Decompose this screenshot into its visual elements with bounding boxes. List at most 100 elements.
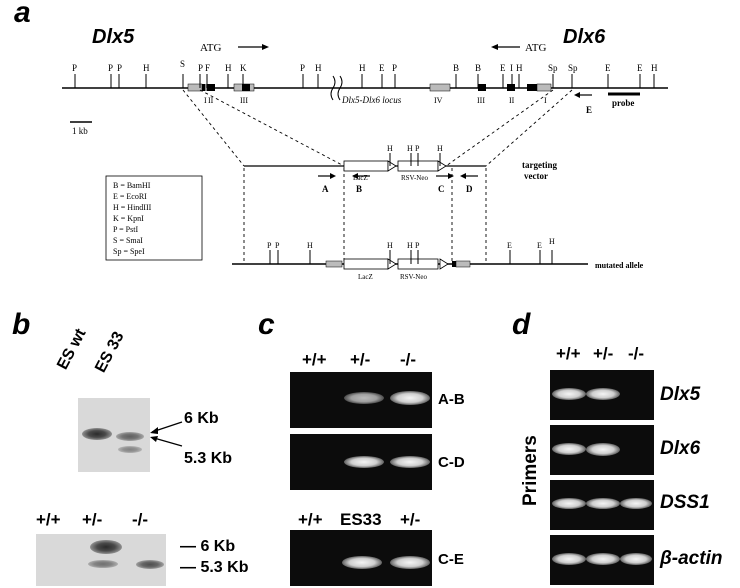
rt-lane-het: +/- bbox=[593, 344, 614, 363]
vector-site-3: P bbox=[415, 144, 420, 153]
gel-label-c-d: C-D bbox=[438, 454, 465, 471]
gel-band bbox=[390, 456, 430, 468]
primer-c-label: C bbox=[438, 184, 445, 194]
gel-band bbox=[552, 443, 586, 455]
svg-text:P: P bbox=[117, 63, 122, 73]
svg-text:P: P bbox=[108, 63, 113, 73]
lane-label-het: +/- bbox=[82, 510, 103, 529]
gel-band bbox=[344, 392, 384, 404]
rt-gel-dlx6 bbox=[550, 425, 654, 475]
size-marker-5-3kb-top: 5.3 Kb bbox=[184, 450, 233, 467]
mutated-exon-coding bbox=[452, 261, 456, 267]
vector-site-2: H bbox=[407, 144, 413, 153]
arrowhead-left bbox=[491, 44, 498, 50]
pcr-lane-ko: -/- bbox=[400, 350, 417, 369]
loxp-site-1 bbox=[387, 160, 397, 172]
svg-text:K: K bbox=[240, 63, 247, 73]
locus-break-mark-2 bbox=[337, 75, 343, 101]
rt-lane-ko: -/- bbox=[628, 344, 645, 363]
size-marker-6kb-top: 6 Kb bbox=[184, 410, 219, 427]
targeting-diagram: ATG ATG Dlx5-Dlx6 locus I II III IV III … bbox=[62, 42, 668, 281]
exon-iii-left-coding bbox=[242, 84, 250, 91]
vector-lacz-label: LacZ bbox=[353, 174, 368, 182]
top-site-ticks bbox=[74, 74, 655, 88]
svg-text:H: H bbox=[549, 237, 555, 246]
gene-dlx5-title: Dlx5 bbox=[92, 26, 135, 48]
primer-b-label: B bbox=[356, 184, 362, 194]
panel-c-letter: c bbox=[258, 308, 275, 341]
mutated-neo-label: RSV-Neo bbox=[400, 273, 427, 281]
exon-iii-right bbox=[478, 84, 486, 91]
projection-lines bbox=[182, 89, 573, 264]
svg-text:B: B bbox=[475, 63, 481, 73]
svg-text:E: E bbox=[537, 241, 542, 250]
gel-band bbox=[586, 388, 620, 400]
svg-text:Sp = SpeI: Sp = SpeI bbox=[113, 247, 145, 256]
exon-label-4: IV bbox=[434, 96, 443, 105]
exon-label-5: III bbox=[477, 96, 485, 105]
svg-text:B: B bbox=[453, 63, 459, 73]
vector-site-ticks bbox=[389, 153, 441, 166]
restriction-legend: B = BamHI E = EcoRI H = HindIII K = KpnI… bbox=[113, 181, 152, 256]
pcr-lane-het-2: +/- bbox=[400, 510, 421, 529]
gel-band bbox=[552, 553, 586, 565]
exon-iv-right bbox=[429, 83, 451, 92]
lane-label-wt: +/+ bbox=[36, 510, 61, 529]
mutated-site-labels: P P H H H P E E H bbox=[267, 237, 555, 250]
gel-band bbox=[586, 443, 620, 456]
scale-bar-label: 1 kb bbox=[72, 126, 88, 136]
blot-band-het-5-3kb bbox=[88, 560, 118, 568]
svg-text:S: S bbox=[180, 59, 185, 69]
mutated-lacz-label: LacZ bbox=[358, 273, 373, 281]
gel-label-beta-actin: β-actin bbox=[660, 548, 723, 569]
primer-d-label: D bbox=[466, 184, 473, 194]
gel-band bbox=[390, 391, 430, 405]
panel-a-letter: a bbox=[14, 0, 31, 29]
pcr-lane-wt-2: +/+ bbox=[298, 510, 323, 529]
pcr-lane-es33: ES33 bbox=[340, 510, 382, 529]
svg-text:I: I bbox=[510, 63, 513, 73]
lacz-cassette bbox=[343, 160, 389, 172]
exon-label-7: I bbox=[544, 96, 547, 105]
exon-label-2: II bbox=[208, 96, 214, 105]
primers-side-label: Primers bbox=[520, 435, 541, 506]
pcr-lane-wt: +/+ bbox=[302, 350, 327, 369]
pcr-lane-het: +/- bbox=[350, 350, 371, 369]
lane-label-ko: -/- bbox=[132, 510, 149, 529]
gel-label-dlx6: Dlx6 bbox=[660, 438, 701, 459]
gel-label-dss1: DSS1 bbox=[660, 492, 710, 513]
svg-text:F: F bbox=[205, 63, 210, 73]
vector-site-4: H bbox=[437, 144, 443, 153]
svg-text:P = PstI: P = PstI bbox=[113, 225, 138, 234]
svg-text:E: E bbox=[507, 241, 512, 250]
lane-label-es-wt: ES wt bbox=[54, 326, 90, 373]
exon-i-left-hatched bbox=[187, 83, 203, 92]
gel-band bbox=[344, 456, 384, 468]
gel-label-a-b: A-B bbox=[438, 391, 465, 408]
svg-text:P: P bbox=[392, 63, 397, 73]
blot-band-het-6kb bbox=[90, 540, 122, 554]
rt-gel-beta-actin bbox=[550, 535, 654, 585]
svg-text:B = BamHI: B = BamHI bbox=[113, 181, 151, 190]
probe-label: probe bbox=[612, 98, 634, 108]
svg-text:P: P bbox=[267, 241, 272, 250]
gel-label-dlx5: Dlx5 bbox=[660, 384, 701, 405]
mutated-allele-label: mutated allele bbox=[595, 261, 644, 270]
primer-e-arrowhead bbox=[574, 92, 580, 98]
top-site-labels: P P P H S P F H K P H H E P B B E I H Sp… bbox=[72, 59, 658, 73]
mutated-site-ticks bbox=[269, 250, 553, 264]
pcr-gel-c-e bbox=[290, 530, 432, 586]
panel-d-letter: d bbox=[512, 308, 531, 341]
primer-a-label: A bbox=[322, 184, 329, 194]
svg-text:S = SmaI: S = SmaI bbox=[113, 236, 143, 245]
exon-i-right bbox=[527, 84, 537, 91]
vector-site-1: H bbox=[387, 144, 393, 153]
size-marker-5-3kb-bottom: — 5.3 Kb bbox=[180, 559, 249, 576]
atg-left-label: ATG bbox=[200, 42, 221, 54]
loxp-site-2 bbox=[437, 160, 447, 172]
exon-label-1: I bbox=[204, 96, 207, 105]
mutated-loxp-2 bbox=[439, 258, 449, 270]
mutated-exon-hatched-right bbox=[455, 260, 471, 268]
restriction-legend-box bbox=[105, 175, 203, 261]
blot-band-es33-lower bbox=[118, 446, 142, 453]
